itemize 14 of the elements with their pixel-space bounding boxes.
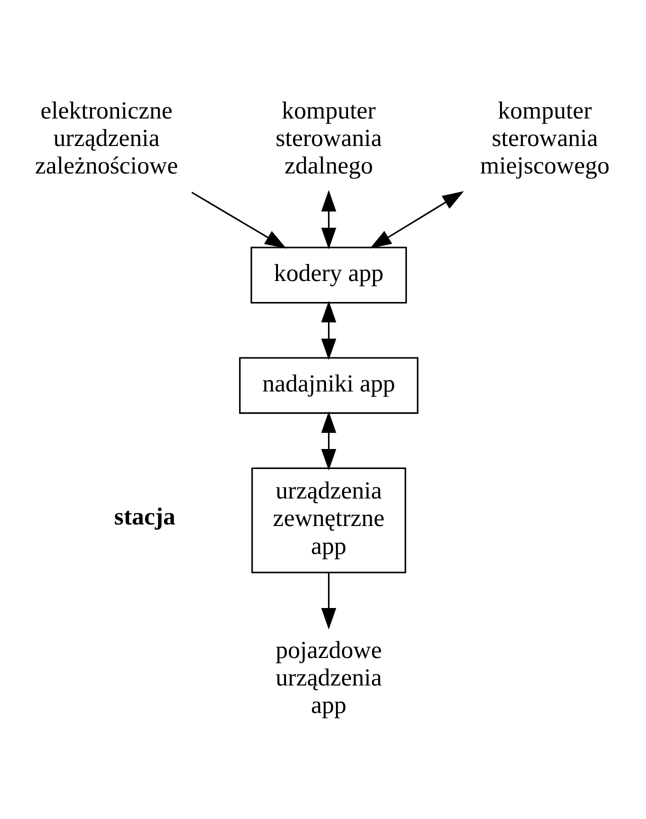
node-text: pojazdowe urządzenia app	[276, 636, 382, 719]
arrow	[370, 190, 464, 248]
node-text: komputer sterowania miejscowego	[480, 96, 610, 180]
node-box: kodery app	[250, 246, 407, 303]
arrow	[321, 410, 336, 470]
arrow	[321, 190, 336, 249]
node-box: urządzenia zewnętrzne app	[251, 466, 406, 573]
arrow	[321, 572, 336, 629]
node-text: elektroniczne urządzenia zależnościowe	[35, 96, 178, 180]
arrow	[321, 300, 336, 360]
node-box: nadajniki app	[239, 356, 418, 414]
label: stacja	[114, 503, 176, 530]
node-text: komputer sterowania zdalnego	[276, 96, 382, 180]
arrow	[191, 191, 286, 248]
